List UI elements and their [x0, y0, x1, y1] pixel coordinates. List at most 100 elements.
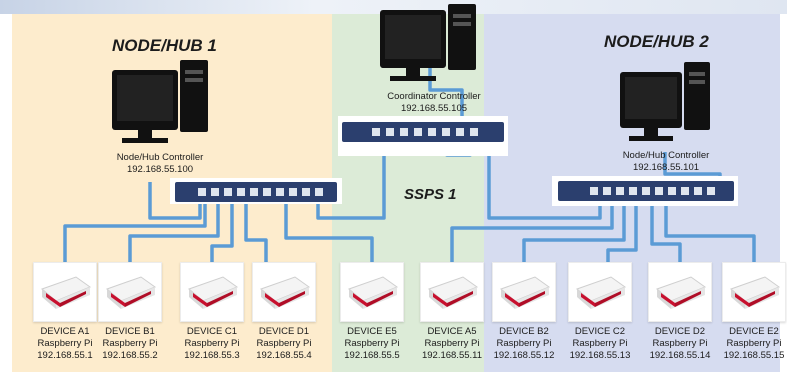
- device-name: DEVICE E2: [729, 326, 779, 337]
- header-strip: [0, 0, 787, 14]
- cable-device-e5: [284, 200, 374, 280]
- raspberry-pi-icon: [722, 262, 786, 322]
- device-ip: 192.168.55.4: [256, 350, 312, 361]
- device-ip: 192.168.55.13: [569, 350, 631, 361]
- coordinator-computer-icon: [380, 4, 476, 81]
- hub2-computer-icon: [620, 62, 710, 141]
- switch-port: [414, 128, 422, 136]
- device-type: Raspberry Pi: [256, 338, 312, 349]
- switch-port: [590, 187, 598, 195]
- device-type: Raspberry Pi: [37, 338, 93, 349]
- device-ip: 192.168.55.15: [723, 350, 785, 361]
- switch-port: [456, 128, 464, 136]
- cable-device-b1: [128, 200, 220, 280]
- device-ip: 192.168.55.11: [421, 350, 483, 361]
- hub2-controller-label: Node/Hub Controller 192.168.55.101: [623, 150, 710, 174]
- device-ip: 192.168.55.1: [37, 350, 93, 361]
- switch-port: [386, 128, 394, 136]
- cable-hub1-controller: [148, 182, 202, 220]
- switch-port: [372, 128, 380, 136]
- switch-port: [442, 128, 450, 136]
- switch-port: [400, 128, 408, 136]
- device-name: DEVICE B1: [105, 326, 155, 337]
- hub1-controller-label: Node/Hub Controller 192.168.55.100: [117, 152, 204, 176]
- coordinator-name: Coordinator Controller: [387, 91, 481, 102]
- raspberry-pi-icon: [33, 262, 97, 322]
- switch-port: [263, 188, 271, 196]
- device-type: Raspberry Pi: [652, 338, 708, 349]
- device-ip: 192.168.55.12: [493, 350, 555, 361]
- switch-port: [616, 187, 624, 195]
- switch-port: [642, 187, 650, 195]
- switch-port: [224, 188, 232, 196]
- switch-port: [470, 128, 478, 136]
- cable-coordinator-to-switch2: [487, 135, 602, 220]
- switch-port: [276, 188, 284, 196]
- device-type: Raspberry Pi: [572, 338, 628, 349]
- switch-port: [315, 188, 323, 196]
- device-ip: 192.168.55.5: [344, 350, 400, 361]
- cable-device-a5: [450, 202, 614, 280]
- cable-device-e2: [664, 202, 756, 280]
- cable-switch1-to-coordinator: [316, 152, 386, 220]
- device-type: Raspberry Pi: [496, 338, 552, 349]
- switch-port: [302, 188, 310, 196]
- device-name: DEVICE A1: [40, 326, 90, 337]
- device-name: DEVICE E5: [347, 326, 397, 337]
- cable-device-a1: [63, 200, 207, 280]
- device-name: DEVICE D1: [258, 326, 310, 337]
- raspberry-pi-icon: [648, 262, 712, 322]
- device-type: Raspberry Pi: [726, 338, 782, 349]
- raspberry-pi-icon: [568, 262, 632, 322]
- raspberry-pi-icon: [340, 262, 404, 322]
- coordinator-ip: 192.168.55.105: [400, 103, 468, 114]
- hub2-controller-ip: 192.168.55.101: [632, 162, 700, 173]
- device-type: Raspberry Pi: [102, 338, 158, 349]
- coordinator-switch-icon: [338, 116, 508, 156]
- switch-port: [668, 187, 676, 195]
- device-ip: 192.168.55.2: [102, 350, 158, 361]
- cable-device-d1: [244, 200, 268, 280]
- device-name: DEVICE C2: [574, 326, 626, 337]
- raspberry-pi-icon: [420, 262, 484, 322]
- hub1-controller-ip: 192.168.55.100: [126, 164, 194, 175]
- hub1-computer-icon: [112, 60, 208, 143]
- ssps-title: SSPS 1: [404, 186, 457, 203]
- switch-port: [211, 188, 219, 196]
- switch-port: [428, 128, 436, 136]
- hub1-controller-name: Node/Hub Controller: [116, 152, 204, 163]
- switch-1-icon: [170, 178, 342, 204]
- switch-port: [655, 187, 663, 195]
- switch-2-icon: [552, 176, 738, 206]
- switch-port: [681, 187, 689, 195]
- device-type: Raspberry Pi: [344, 338, 400, 349]
- hub2-title: NODE/HUB 2: [604, 32, 709, 51]
- switch-port: [629, 187, 637, 195]
- coordinator-label: Coordinator Controller 192.168.55.105: [387, 91, 480, 115]
- device-ip: 192.168.55.14: [649, 350, 711, 361]
- device-name: DEVICE D2: [654, 326, 706, 337]
- hub2-controller-name: Node/Hub Controller: [622, 150, 710, 161]
- switch-port: [707, 187, 715, 195]
- switch-port: [694, 187, 702, 195]
- hub1-title: NODE/HUB 1: [112, 36, 217, 55]
- raspberry-pi-icon: [98, 262, 162, 322]
- switch-port: [250, 188, 258, 196]
- switch-port: [289, 188, 297, 196]
- switch-port: [237, 188, 245, 196]
- device-type: Raspberry Pi: [184, 338, 240, 349]
- device-name: DEVICE A5: [427, 326, 477, 337]
- device-ip: 192.168.55.3: [184, 350, 240, 361]
